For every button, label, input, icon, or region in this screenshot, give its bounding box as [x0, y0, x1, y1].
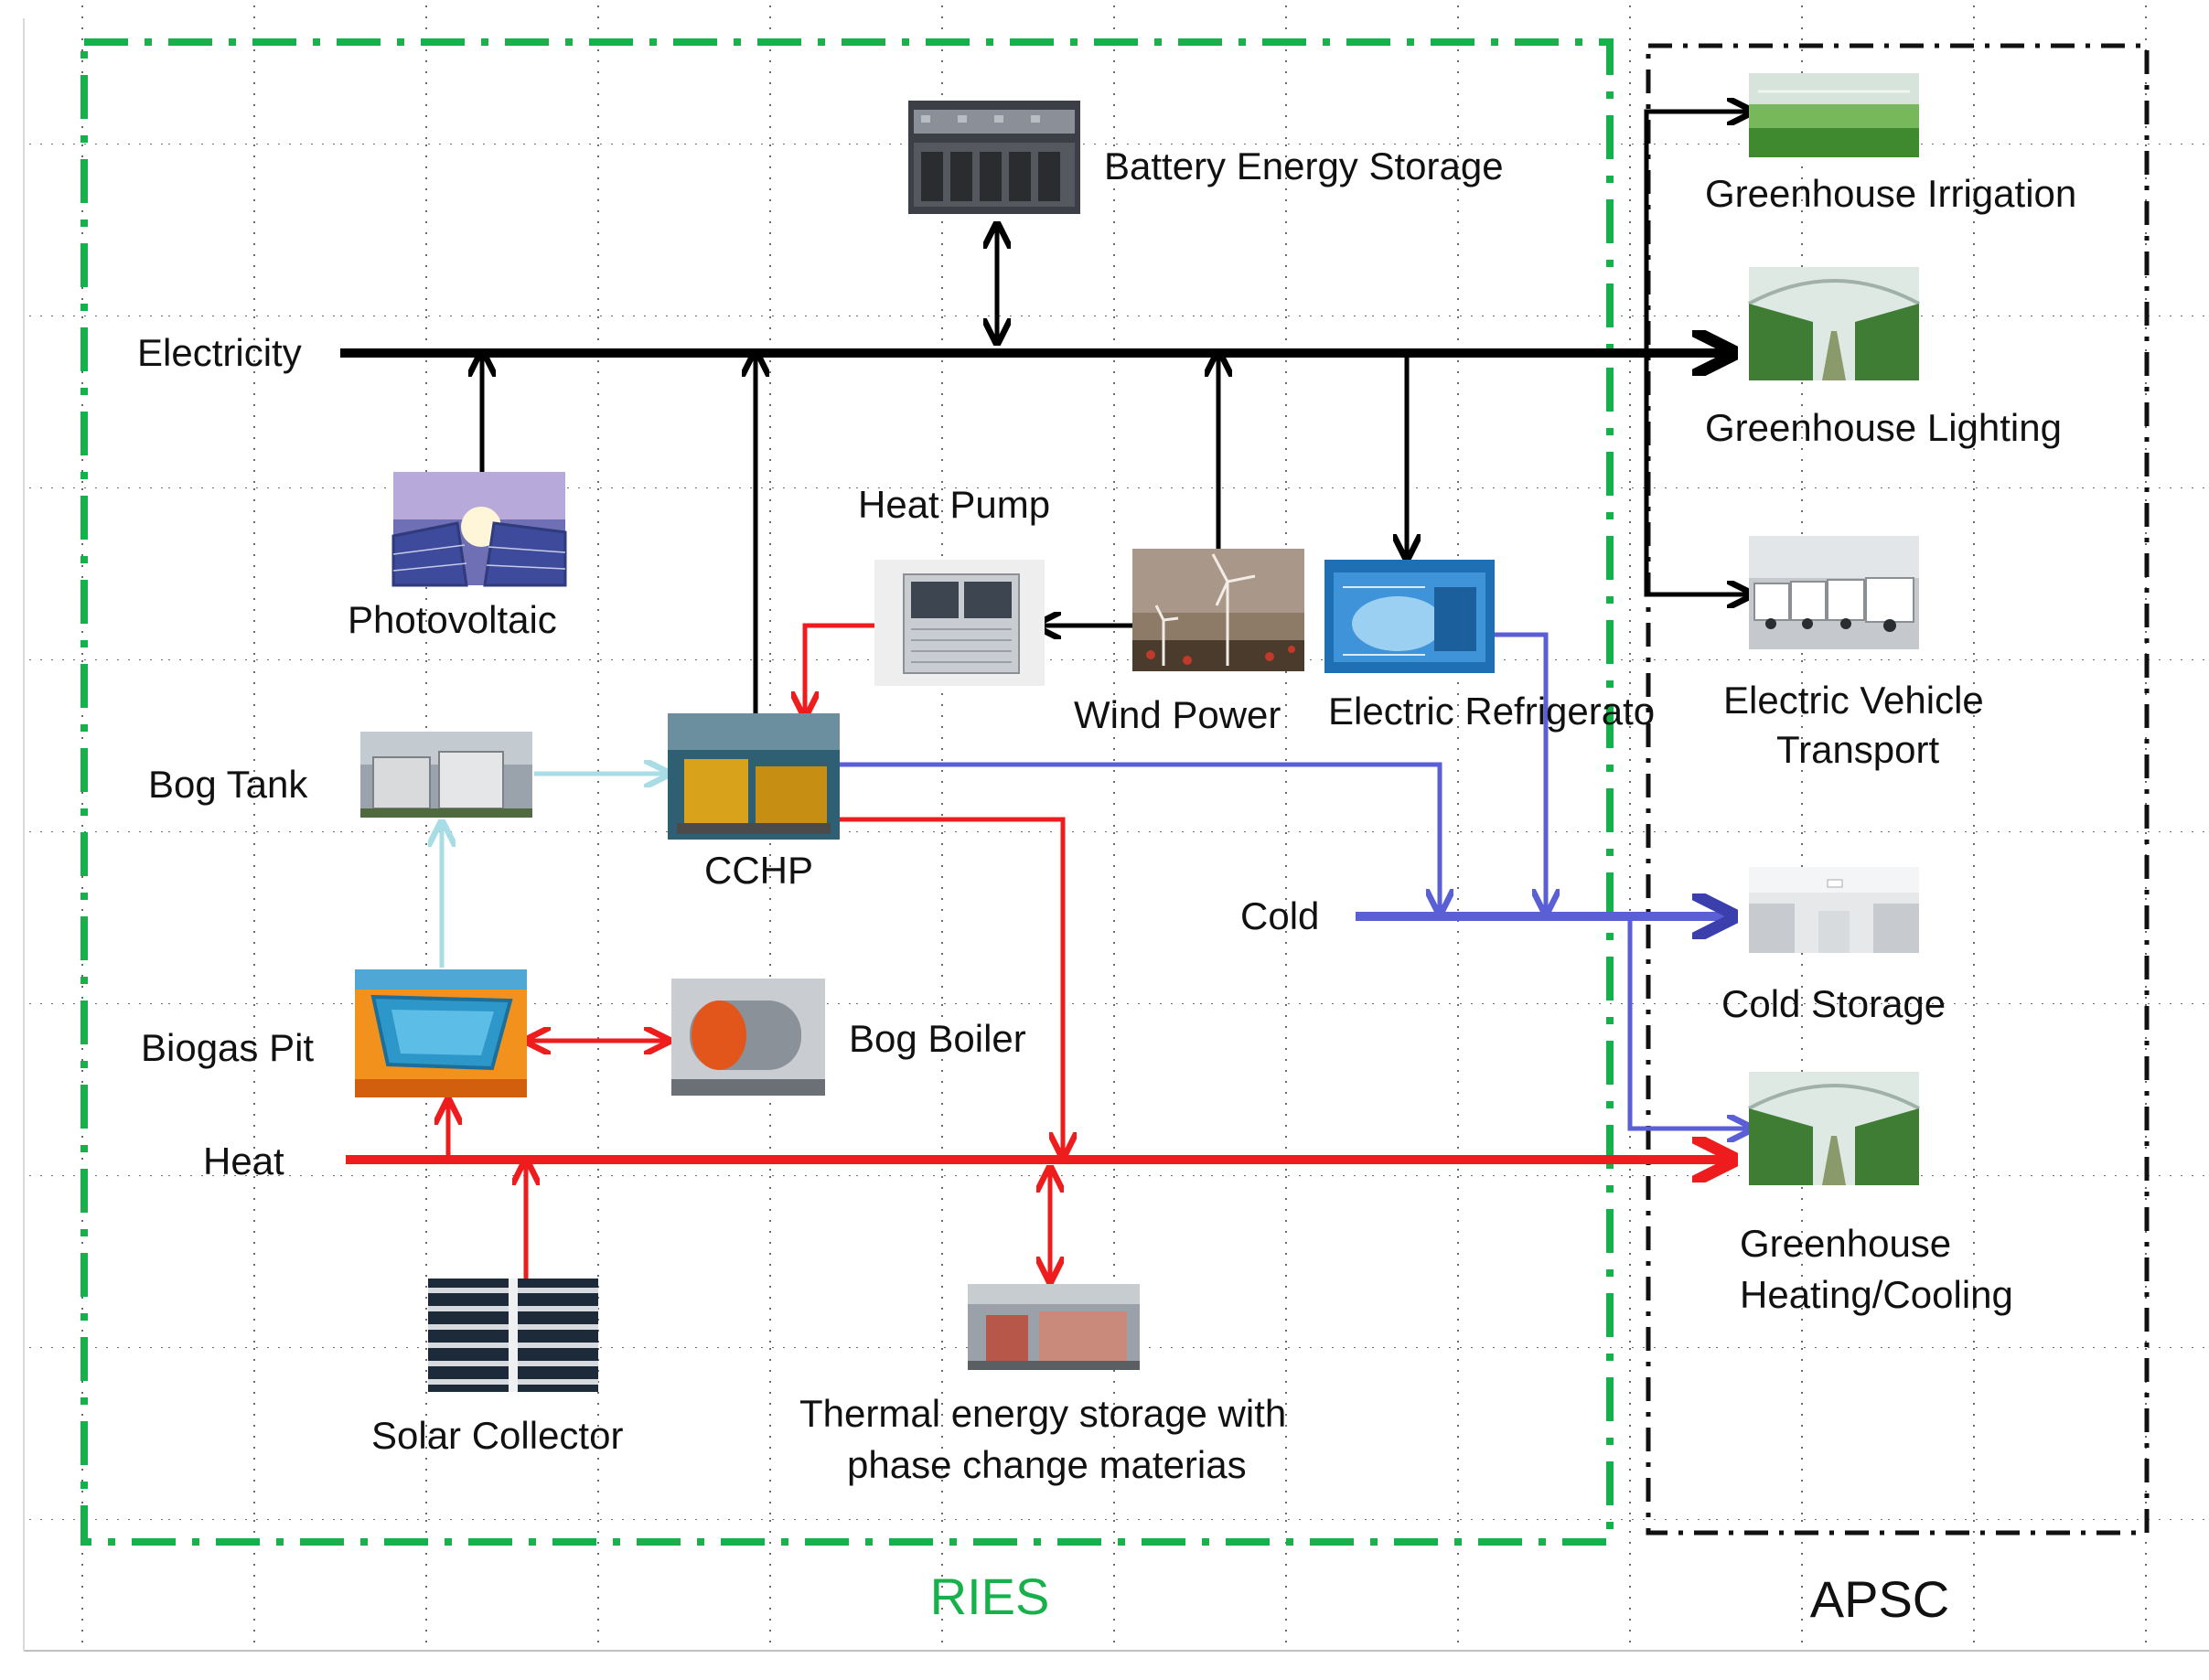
ev-label-2: Transport [1776, 728, 1940, 771]
cold-to-greenhouse-link [1627, 916, 1749, 1129]
heat-pump-label: Heat Pump [858, 483, 1050, 526]
heat-label: Heat [203, 1140, 284, 1182]
thermal-storage-label-2: phase change materias [847, 1443, 1247, 1486]
apsc-label: APSC [1810, 1570, 1950, 1628]
biogas-pit-icon [355, 969, 527, 1097]
cold-room-icon [1749, 867, 1919, 953]
biogas-pit-label: Biogas Pit [141, 1026, 314, 1069]
irrigation-label: Greenhouse Irrigation [1705, 172, 2076, 215]
solar-collector-icon [428, 1279, 598, 1392]
wind-turbine-icon [1132, 549, 1304, 671]
thermal-storage-icon [968, 1284, 1140, 1370]
ev-link [1644, 353, 1749, 594]
refrigerator-label: Electric Refrigerato [1328, 690, 1655, 733]
bog-boiler-label: Bog Boiler [849, 1017, 1026, 1060]
apsc-boundary [1646, 43, 2150, 1536]
cchp-label: CCHP [704, 849, 813, 892]
ries-boundary [80, 38, 1614, 1546]
cchp-heat-link [840, 817, 1063, 1154]
cold-label: Cold [1240, 894, 1319, 937]
solar-collector-label: Solar Collector [371, 1414, 623, 1457]
cchp-cold-link [840, 762, 1440, 911]
irrigation-icon [1749, 73, 1919, 157]
greenhouse-icon [1748, 267, 1920, 380]
solar-panel-icon [391, 472, 567, 587]
chiller-icon [1324, 560, 1495, 673]
photovoltaic-label: Photovoltaic [348, 598, 557, 641]
battery-rack-icon [908, 101, 1080, 214]
heat-pump-unit-icon [874, 560, 1045, 686]
refrigerator-cold-link [1495, 632, 1546, 911]
cold-storage-label: Cold Storage [1721, 982, 1946, 1025]
bog-tank-label: Bog Tank [148, 763, 308, 806]
heating-label-2: Heating/Cooling [1740, 1273, 2013, 1316]
lighting-label: Greenhouse Lighting [1705, 406, 2062, 449]
irrigation-link [1644, 112, 1749, 353]
heating-label-1: Greenhouse [1740, 1222, 1951, 1265]
vans-icon [1749, 536, 1919, 649]
battery-label: Battery Energy Storage [1104, 144, 1504, 187]
greenhouse-icon [1748, 1072, 1920, 1185]
boiler-icon [671, 979, 825, 1096]
gas-tank-icon [360, 732, 532, 818]
wind-power-label: Wind Power [1074, 693, 1281, 736]
ev-label-1: Electric Vehicle [1723, 679, 1984, 722]
thermal-storage-label-1: Thermal energy storage with [799, 1392, 1286, 1435]
electricity-label: Electricity [137, 331, 302, 374]
cchp-generator-icon [668, 713, 840, 840]
ries-label: RIES [930, 1568, 1050, 1625]
heatpump-to-cchp [805, 623, 874, 713]
